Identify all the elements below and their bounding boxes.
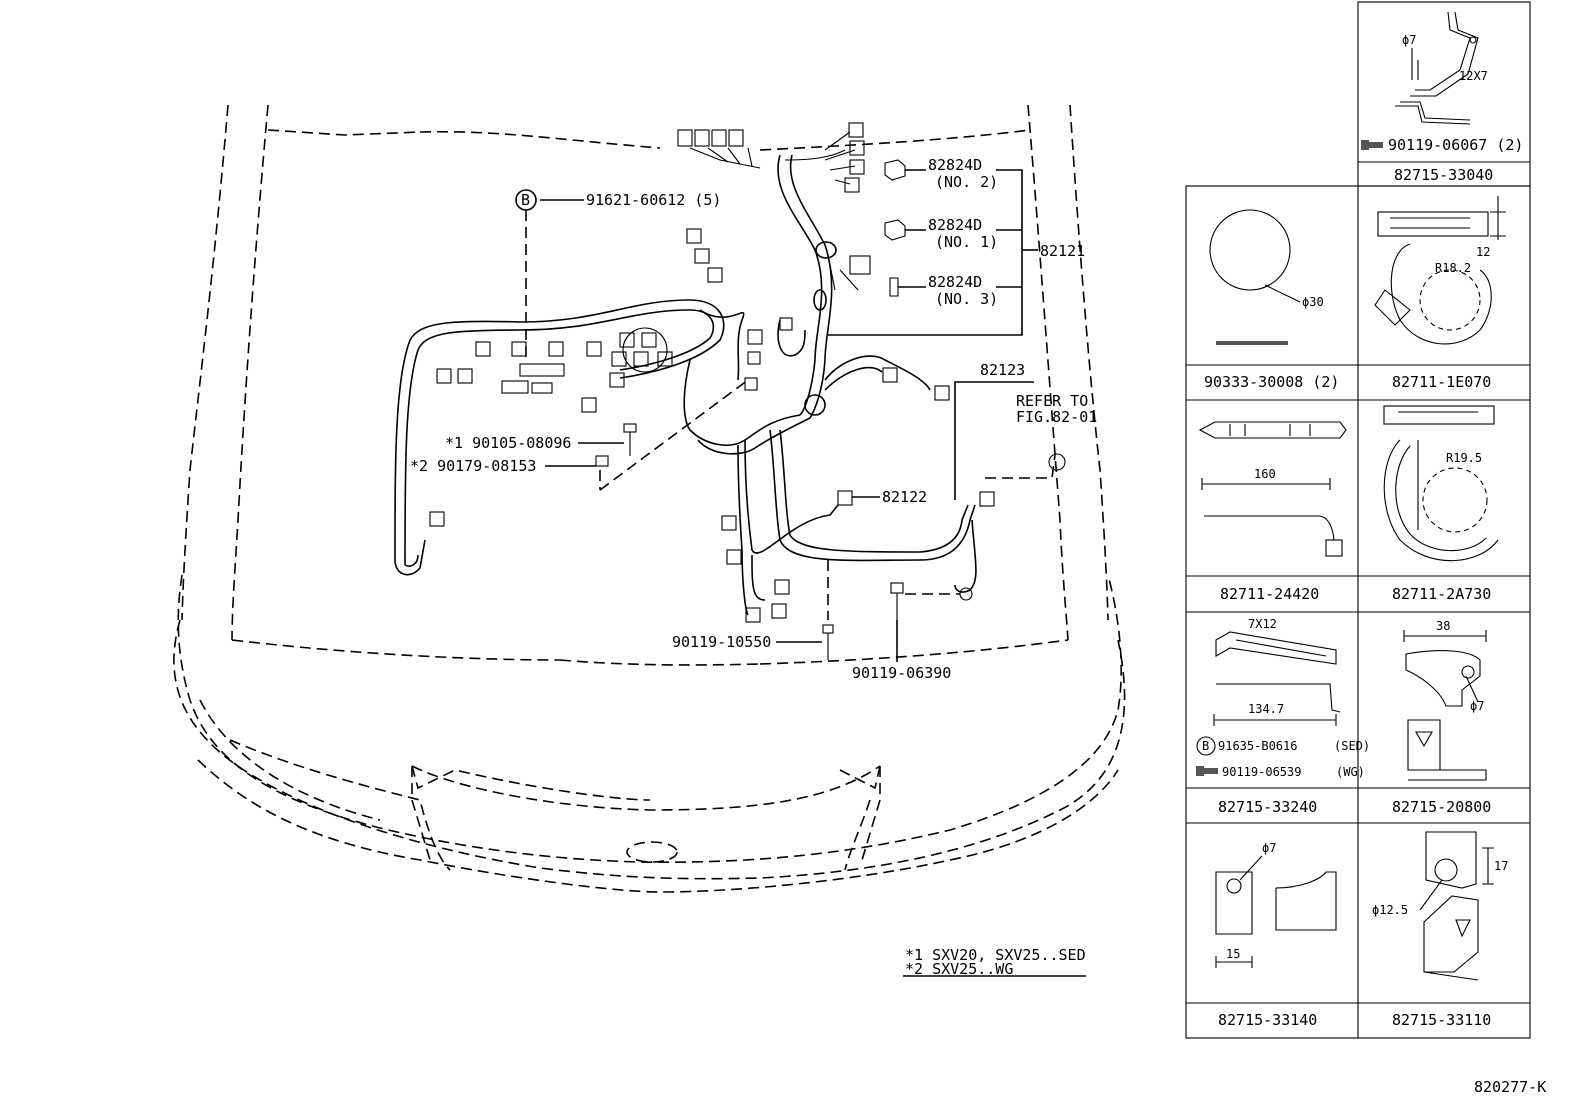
clip-note: (SED) [1334, 739, 1370, 753]
part-caption: 90333-30008 (2) [1204, 373, 1339, 391]
callout-82122: 82122 [882, 488, 927, 506]
callout-82121: 82121 [1040, 242, 1085, 260]
cell-82715-20800: 38 ϕ7 82715-20800 [1392, 619, 1491, 816]
bolt-icon [595, 423, 1066, 660]
dim-w: 38 [1436, 619, 1450, 633]
dim-len: 134.7 [1248, 702, 1284, 716]
dim-slot: 7X12 [1248, 617, 1277, 631]
part-caption: 82715-33140 [1218, 1011, 1317, 1029]
part-caption: 82711-24420 [1220, 585, 1319, 603]
callout-82123: 82123 [980, 361, 1025, 379]
refer-to-label: REFER TO [1016, 392, 1088, 410]
part-caption: 82711-2A730 [1392, 585, 1491, 603]
callout-82824d-no3: 82824D [928, 273, 982, 291]
callout-82824d-no1: 82824D [928, 216, 982, 234]
dim-phi: ϕ7 [1470, 699, 1484, 713]
dim-len: 160 [1254, 467, 1276, 481]
cell-82715-33140: ϕ7 15 82715-33140 [1215, 841, 1337, 1029]
dim-phi: ϕ7 [1402, 33, 1416, 47]
main-labels: B 91621-60612 (5) 82824D (NO. 2) 82824D … [410, 156, 1546, 1096]
dim-h: 12 [1476, 245, 1490, 259]
callout-82824d-no2-sub: (NO. 2) [935, 173, 998, 191]
callout-82824d-no1-sub: (NO. 1) [935, 233, 998, 251]
cell-82711-24420: 160 82711-24420 [1198, 421, 1347, 603]
bolt-icon [1361, 140, 1383, 150]
wire-harness [394, 122, 1066, 660]
bolt-label: 90119-06067 (2) [1388, 136, 1523, 154]
part-caption: 82715-33240 [1218, 798, 1317, 816]
callout-82824d-no2: 82824D [928, 156, 982, 174]
callout-90105-08096: *1 90105-08096 [445, 434, 571, 452]
dim-r: R18.2 [1435, 261, 1471, 275]
cell-82715-33040: ϕ7 12X7 90119-06067 (2) 82715-33040 [1361, 11, 1523, 184]
dim-phi: ϕ7 [1262, 841, 1276, 855]
dim-w: 15 [1226, 947, 1240, 961]
dim-slot: 12X7 [1459, 69, 1488, 83]
callout-leaders [515, 169, 1086, 977]
dim-phi: ϕ30 [1302, 295, 1324, 309]
dim-h: 17 [1494, 859, 1508, 873]
callout-82824d-no3-sub: (NO. 3) [935, 290, 998, 308]
callout-90119-06390: 90119-06390 [852, 664, 951, 682]
clip-mark: B [1202, 739, 1209, 753]
dim-phi: ϕ12.5 [1372, 903, 1408, 917]
part-caption: 82715-33040 [1394, 166, 1493, 184]
cell-82715-33240: 7X12 134.7 B 91635-B0616 (SED) 90119-065… [1196, 617, 1370, 816]
clip-label: 91635-B0616 [1218, 739, 1297, 753]
dim-r: R19.5 [1446, 451, 1482, 465]
vehicle-outline [173, 104, 1126, 893]
part-caption: 82711-1E070 [1392, 373, 1491, 391]
cell-82711-1e070: 12 R18.2 82711-1E070 [1374, 196, 1506, 391]
cell-82711-2a730: R19.5 82711-2A730 [1383, 405, 1499, 603]
callout-90179-08153: *2 90179-08153 [410, 457, 536, 475]
part-caption: 82715-20800 [1392, 798, 1491, 816]
callout-91621-60612: 91621-60612 (5) [586, 191, 721, 209]
callout-90119-10550: 90119-10550 [672, 633, 771, 651]
bolt-note: (WG) [1336, 765, 1365, 779]
part-caption: 82715-33110 [1392, 1011, 1491, 1029]
parts-table-grid [1185, 1, 1531, 1039]
bolt-label: 90119-06539 [1222, 765, 1301, 779]
refer-fig-label: FIG.82-01 [1016, 408, 1097, 426]
cell-90333-30008: ϕ30 90333-30008 (2) [1204, 209, 1339, 391]
note-star1: *1 SXV20, SXV25..SED [905, 946, 1086, 964]
bolt-icon [1196, 766, 1218, 776]
figure-code: 820277-K [1474, 1078, 1546, 1096]
cell-82715-33110: 17 ϕ12.5 82715-33110 [1372, 831, 1508, 1029]
note-star2: *2 SXV25..WG [905, 960, 1013, 978]
b-mark: B [521, 191, 530, 209]
